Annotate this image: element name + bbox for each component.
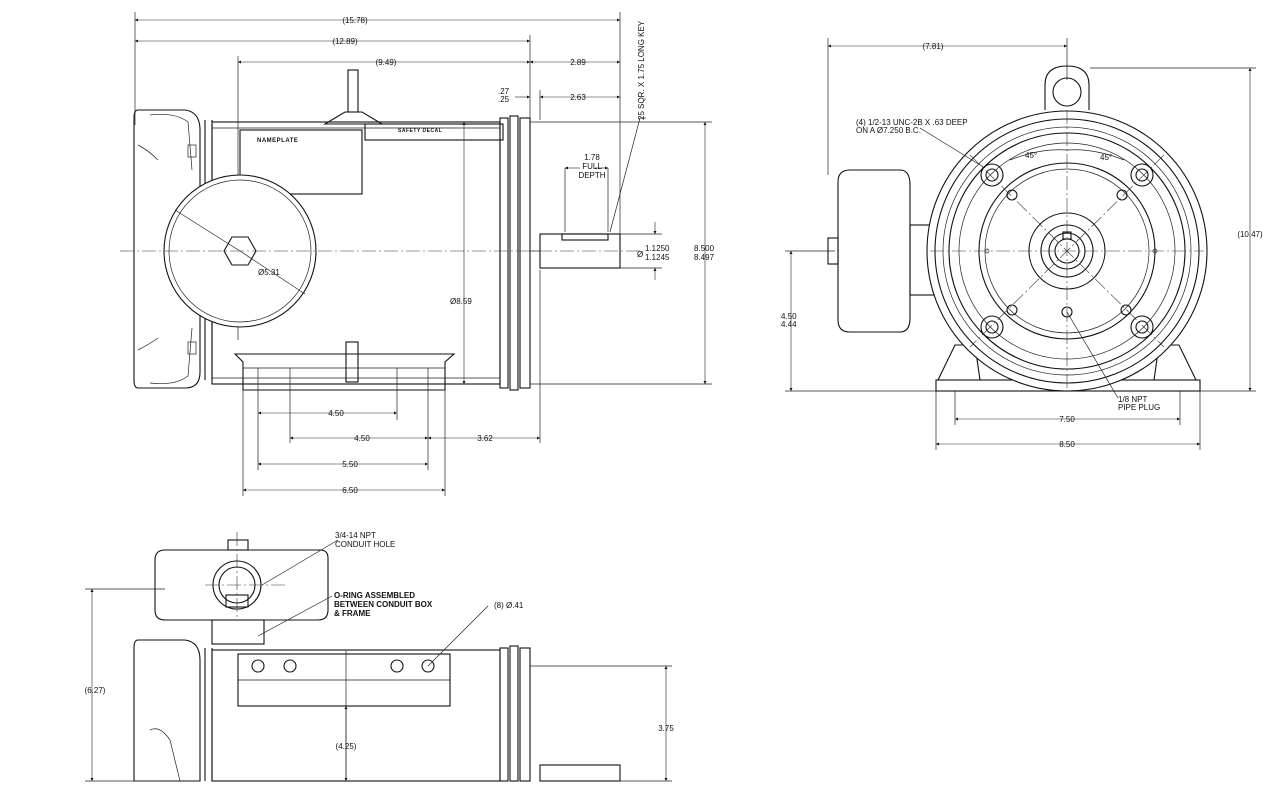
dim-base-width: 8.50 [1059,440,1075,449]
conduit-hole-line2: CONDUIT HOLE [335,540,395,549]
front-view: (7.81) (10.47) 4.50 4.44 7.50 8.50 45° 4… [781,38,1263,450]
dim-bottom-3-75: 3.75 [658,724,674,733]
dim-shaft-extension: 2.89 [570,58,586,67]
tapped-holes-line2: ON A Ø7.250 B.C. [856,126,921,135]
bottom-view: 3/4-14 NPT CONDUIT HOLE O-RING ASSEMBLED… [85,531,674,782]
conduit-hole-line1: 3/4-14 NPT [335,531,376,540]
key-label: 25 SQR. X 1.75 LONG KEY [637,20,646,120]
dim-foot-6-50: 6.50 [342,486,358,495]
dim-keyway-depth-word: DEPTH [578,171,605,180]
safety-decal-label: SAFETY DECAL [398,128,442,134]
dim-shoulder-lower: .25 [498,95,510,104]
mounting-holes-label: (8) Ø.41 [494,601,524,610]
dim-frame-length: (12.89) [332,37,358,46]
shaft-diameter-symbol: Ø [637,250,643,259]
dim-pilot-upper: 8.500 [694,244,715,253]
pipe-plug-line1: 1/8 NPT [1118,395,1147,404]
pipe-plug-line2: PIPE PLUG [1118,403,1160,412]
oring-line1: O-RING ASSEMBLED [334,591,415,600]
angle-left-label: 45° [1025,151,1037,160]
nameplate-label: NAMEPLATE [257,138,298,144]
dim-shoulder-upper: .27 [498,87,510,96]
dim-foot-3-62: 3.62 [477,434,493,443]
dim-foot-5-50: 5.50 [342,460,358,469]
dim-front-height: (10.47) [1237,230,1263,239]
dim-foot-4-50-a: 4.50 [328,409,344,418]
angle-right-label: 45° [1100,153,1112,162]
dim-shaft-diameter-lower: 1.1245 [645,253,670,262]
dim-key-length: 2.63 [570,93,586,102]
dim-keyway-depth: 1.78 [584,153,600,162]
oring-line3: & FRAME [334,609,371,618]
dim-length-to-mount: (9.49) [376,58,397,67]
dim-bottom-4-25: (4.25) [336,742,357,751]
dim-keyway-full: FULL [582,162,602,171]
dim-front-width: (7.81) [923,42,944,51]
dim-shaft-diameter-upper: 1.1250 [645,244,670,253]
dim-overall-length: (15.78) [342,16,368,25]
dim-conduit-box-height: (6.27) [85,686,106,695]
dim-frame-diameter: Ø8.59 [450,297,472,306]
dim-shaft-height-upper: 4.50 [781,312,797,321]
dim-shaft-height-lower: 4.44 [781,320,797,329]
side-view: (15.78) (12.89) (9.49) 2.89 .27 .25 2.63… [120,12,715,496]
dim-foot-holes-spacing: 7.50 [1059,415,1075,424]
oring-line2: BETWEEN CONDUIT BOX [334,600,433,609]
dim-foot-4-50-b: 4.50 [354,434,370,443]
tapped-holes-line1: (4) 1/2-13 UNC-2B X .63 DEEP [856,118,968,127]
dim-pilot-lower: 8.497 [694,253,715,262]
dim-fan-cover-diameter: Ø5.31 [258,268,280,277]
